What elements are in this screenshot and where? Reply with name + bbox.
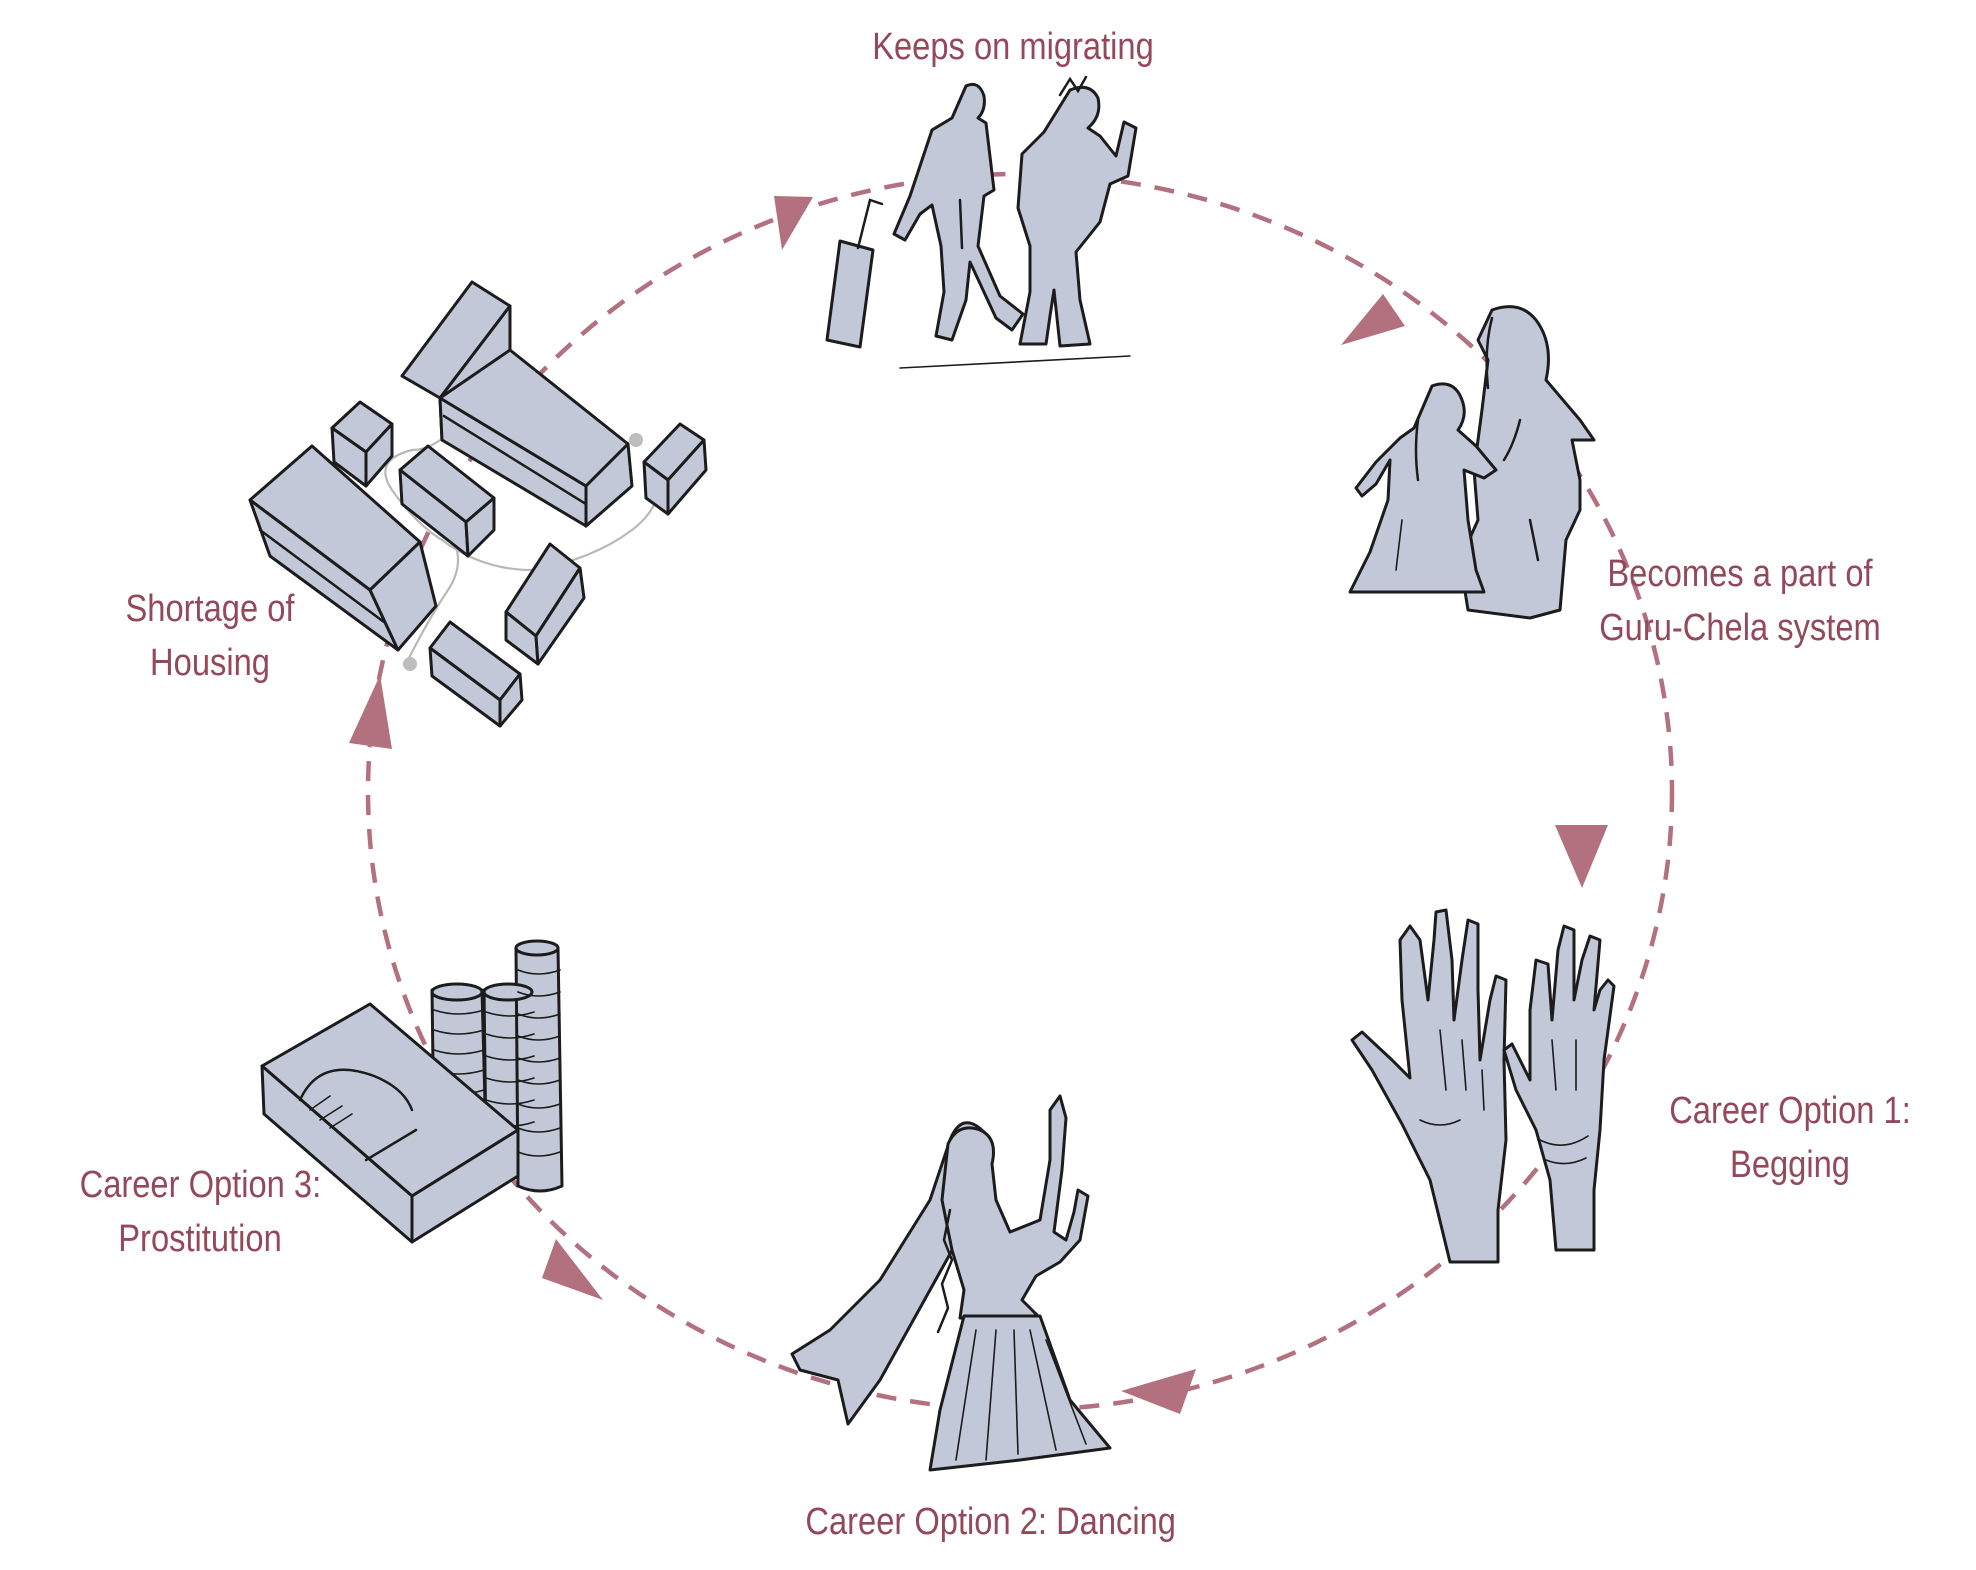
arrow-to-migrating	[774, 196, 813, 250]
bed-and-money-stacks-icon	[260, 939, 564, 1244]
label-line: Keeps on migrating	[872, 26, 1154, 68]
label-career-option-begging: Career Option 1: Begging	[1661, 1084, 1919, 1192]
arrow-to-guru-chela	[1341, 294, 1405, 345]
guru-and-chela-figures-icon	[1348, 305, 1596, 620]
arrow-to-prostitution	[542, 1239, 603, 1300]
label-line: Prostitution	[118, 1218, 282, 1260]
label-line: Shortage of	[125, 588, 295, 630]
label-career-option-prostitution: Career Option 3: Prostitution	[79, 1158, 322, 1266]
raised-hands-icon	[1350, 908, 1616, 1264]
travellers-with-suitcase-icon	[825, 75, 1138, 369]
arrow-to-housing	[349, 675, 392, 749]
cramped-buildings-icon	[248, 280, 708, 728]
label-line: Career Option 2: Dancing	[805, 1501, 1176, 1543]
label-line: Career Option 3:	[79, 1164, 322, 1206]
label-line: Becomes a part of	[1607, 553, 1873, 595]
dancer-icon	[790, 1094, 1112, 1472]
arrow-to-begging	[1555, 825, 1608, 888]
label-shortage-of-housing: Shortage of Housing	[107, 582, 313, 690]
arrow-to-dancing	[1121, 1369, 1196, 1414]
label-guru-chela-system: Becomes a part of Guru-Chela system	[1594, 547, 1886, 655]
label-line: Begging	[1730, 1144, 1850, 1186]
label-keeps-on-migrating: Keeps on migrating	[861, 20, 1165, 74]
label-line: Career Option 1:	[1669, 1090, 1911, 1132]
label-line: Housing	[150, 642, 270, 684]
label-career-option-dancing: Career Option 2: Dancing	[805, 1495, 1176, 1549]
label-line: Guru-Chela system	[1599, 607, 1881, 649]
